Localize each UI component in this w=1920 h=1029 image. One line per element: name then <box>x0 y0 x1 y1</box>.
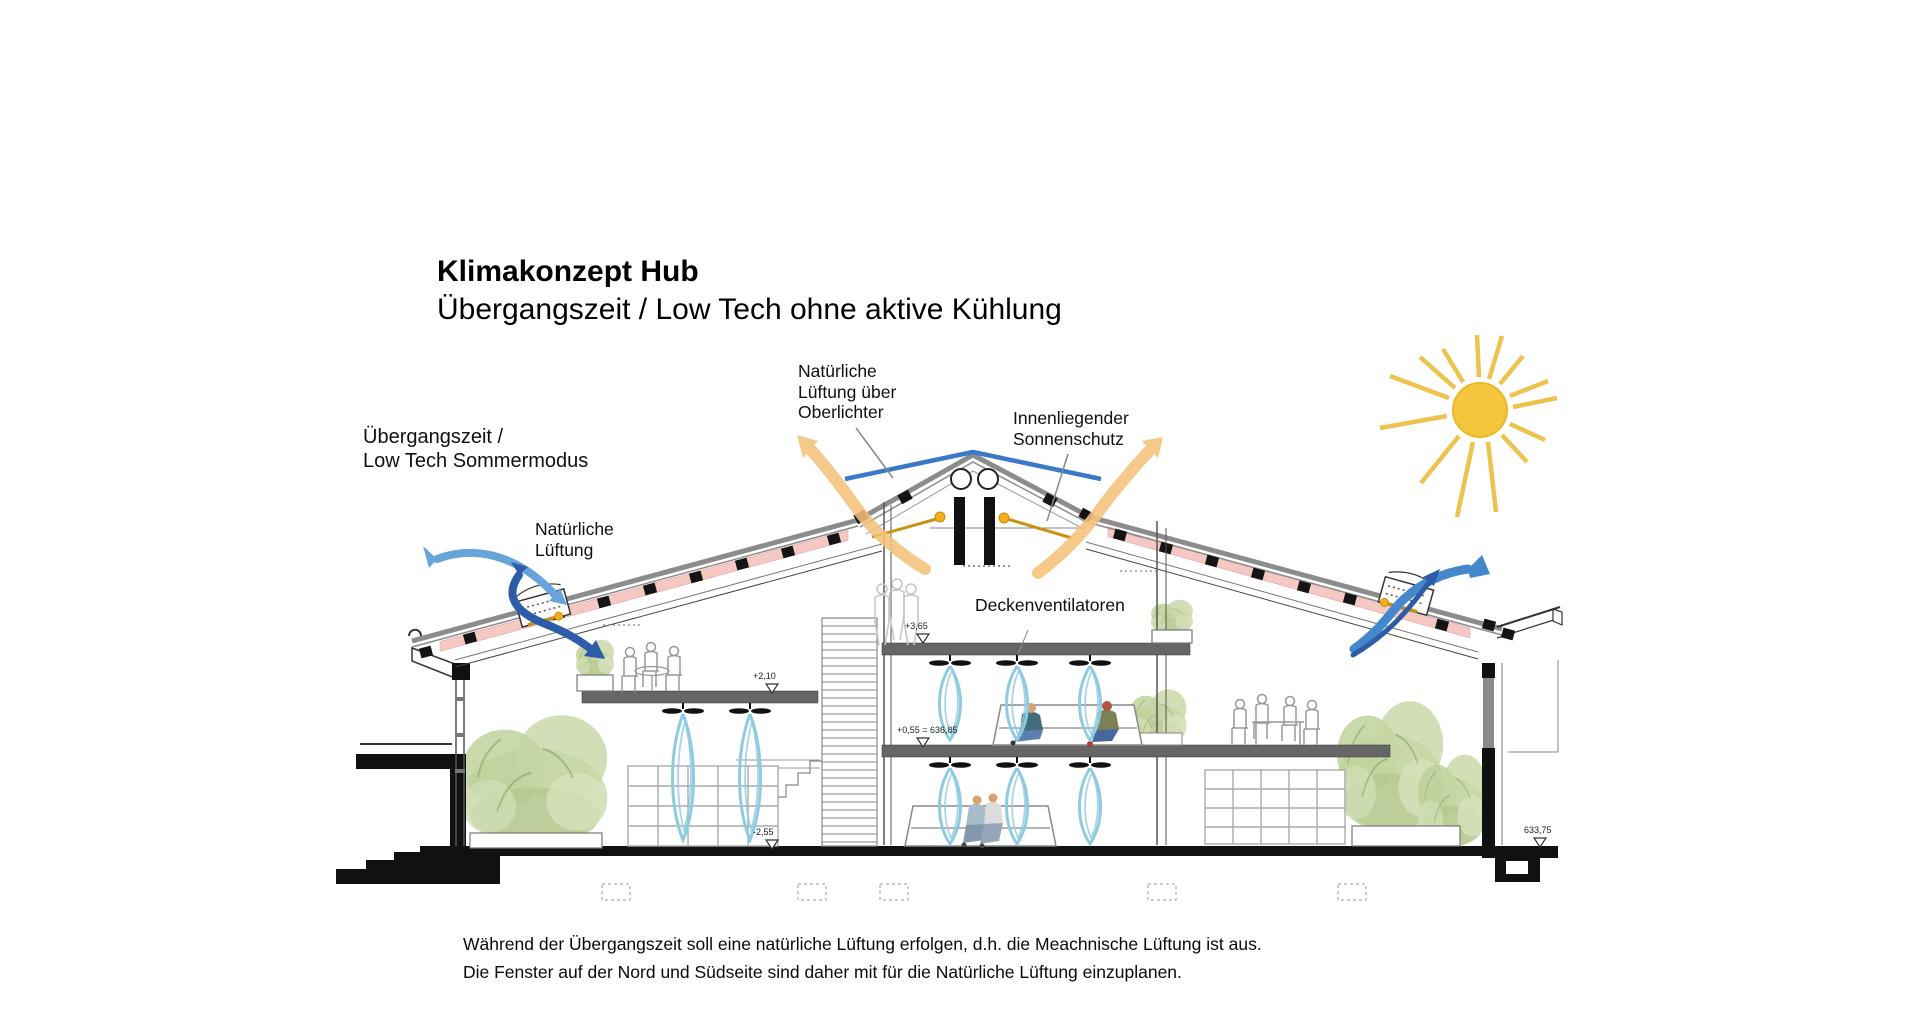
leader-lines <box>855 427 1069 655</box>
shelving-left <box>627 765 779 847</box>
person-sitting <box>961 795 987 848</box>
label-sun-shade: Innenliegender Sonnenschutz <box>1013 408 1129 449</box>
level-basement: -2,55 <box>753 827 774 837</box>
label-skylight-vent: Natürliche Lüftung über Oberlichter <box>798 361 897 422</box>
label-season-mode: Übergangszeit / Low Tech Sommermodus <box>363 426 589 472</box>
interior-sunshade <box>871 511 1073 540</box>
label-ceiling-fans: Deckenventilatoren <box>975 595 1125 615</box>
title-block: Klimakonzept Hub Übergangszeit / Low Tec… <box>437 253 1062 329</box>
level-main-floor: +0,55 = 636,85 <box>897 725 958 735</box>
ceiling-fan-icon <box>1068 654 1112 667</box>
label-natural-vent: Natürliche Lüftung <box>535 519 614 560</box>
ceiling-fan-icon <box>928 756 972 769</box>
planter-box <box>576 674 614 692</box>
page-title: Klimakonzept Hub <box>437 255 699 288</box>
right-adjacent-roof <box>1481 606 1563 846</box>
footnote-line-2: Die Fenster auf der Nord und Südseite si… <box>463 962 1182 982</box>
sun-icon <box>1379 334 1558 518</box>
person-sitting <box>979 793 1003 849</box>
ceiling-fan-icon <box>728 702 772 715</box>
furniture <box>627 665 1346 847</box>
shade-roller-icon <box>934 511 946 523</box>
gallery-slab <box>881 642 1191 656</box>
ceiling-fan-icon <box>928 654 972 667</box>
shade-roller-icon <box>554 611 564 621</box>
level-gallery: +3,65 <box>905 621 928 631</box>
level-grade: 633,75 <box>1524 825 1552 835</box>
airflow-arrow-right-out <box>1349 555 1490 654</box>
airflow-loop-icon <box>1078 766 1102 846</box>
shade-roller-icon <box>998 512 1010 524</box>
planter-box <box>469 832 603 849</box>
table-left <box>634 665 670 691</box>
shelving-right <box>1204 769 1346 845</box>
ceiling-fan-icon <box>661 702 705 715</box>
planter-box <box>1151 629 1193 644</box>
footnote-line-1: Während der Übergangszeit soll eine natü… <box>463 934 1262 954</box>
ceiling-fan-icon <box>995 654 1039 667</box>
roof-right <box>1085 514 1503 660</box>
mezzanine-slab <box>581 690 819 704</box>
shade-roller-icon <box>1379 597 1389 607</box>
airflow-arrow-right-dark <box>1350 569 1440 658</box>
footing-markers <box>601 883 1367 901</box>
stair-core <box>736 617 878 847</box>
airflow-arrow-left-breeze <box>423 546 567 605</box>
footnote: Während der Übergangszeit soll eine natü… <box>463 930 1262 986</box>
people-sketch <box>621 578 1321 746</box>
planter-box <box>1351 825 1461 847</box>
ridge-duct-icon <box>950 468 972 490</box>
page-subtitle: Übergangszeit / Low Tech ohne aktive Küh… <box>437 293 1062 326</box>
level-markers <box>764 633 1548 851</box>
ceiling-fan-icon <box>995 756 1039 769</box>
main-floor-slab <box>881 744 1391 758</box>
ground-foundation <box>336 743 1558 901</box>
person-sitting <box>1087 701 1119 747</box>
level-mezzanine: +2,10 <box>753 671 776 681</box>
exhaust-arrow-right <box>1032 437 1163 579</box>
ceiling-fan-icon <box>1068 756 1112 769</box>
left-facade <box>407 628 470 846</box>
airflow-arrow-left-in <box>508 562 605 659</box>
exhaust-arrow-left <box>797 435 931 575</box>
ridge-duct-icon <box>977 468 999 490</box>
